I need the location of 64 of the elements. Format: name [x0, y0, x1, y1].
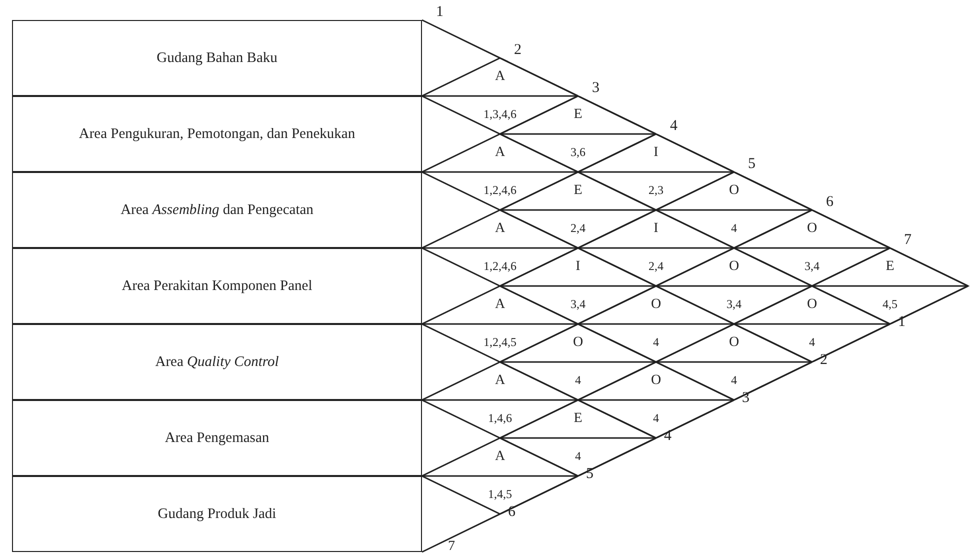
- closeness-rating: A: [494, 68, 506, 86]
- closeness-rating: I: [574, 258, 582, 276]
- reason-code: 2,4: [648, 258, 664, 274]
- closeness-rating: E: [572, 182, 584, 200]
- reason-code: 1,2,4,6: [482, 182, 518, 198]
- department-name: Area Assembling dan Pengecatan: [120, 201, 314, 220]
- department-box: [12, 400, 422, 476]
- row-number: 1: [436, 4, 444, 20]
- closeness-rating: E: [572, 106, 584, 124]
- row-number: 4: [670, 118, 678, 134]
- department-name: Gudang Produk Jadi: [156, 505, 278, 524]
- closeness-rating: O: [806, 296, 818, 314]
- reason-code: 4: [574, 372, 582, 388]
- closeness-rating: A: [494, 372, 506, 390]
- department-name: Gudang Bahan Baku: [156, 49, 278, 68]
- department-name: Area Pengukuran, Pemotongan, dan Penekukan: [78, 125, 356, 144]
- closeness-rating: A: [494, 448, 506, 466]
- reason-code: 4: [730, 220, 738, 236]
- row-number: 7: [904, 232, 912, 248]
- closeness-rating: E: [884, 258, 896, 276]
- reason-code: 3,4: [804, 258, 820, 274]
- closeness-rating: O: [572, 334, 584, 352]
- reason-code: 1,2,4,6: [482, 258, 518, 274]
- department-name: Area Perakitan Komponen Panel: [120, 277, 314, 296]
- reason-code: 2,3: [648, 182, 664, 198]
- closeness-rating: I: [652, 144, 660, 162]
- closeness-rating: O: [728, 334, 740, 352]
- reason-code: 3,4: [570, 296, 586, 312]
- reason-code: 1,4,6: [487, 410, 513, 426]
- closeness-rating: I: [652, 220, 660, 238]
- reason-code: 1,4,5: [487, 486, 513, 502]
- closeness-rating: E: [572, 410, 584, 428]
- reason-code: 1,2,4,5: [482, 334, 518, 350]
- department-name: Area Pengemasan: [164, 429, 270, 448]
- reason-code: 2,4: [570, 220, 586, 236]
- row-number: 6: [826, 194, 834, 210]
- closeness-rating: A: [494, 144, 506, 162]
- row-number: 7: [448, 541, 455, 553]
- closeness-rating: A: [494, 220, 506, 238]
- reason-code: 4: [730, 372, 738, 388]
- closeness-rating: O: [650, 296, 662, 314]
- closeness-rating: O: [806, 220, 818, 238]
- closeness-rating: O: [728, 258, 740, 276]
- reason-code: 1,3,4,6: [482, 106, 518, 122]
- row-number: 2: [514, 42, 522, 58]
- row-number: 3: [592, 80, 600, 96]
- reason-code: 4: [652, 410, 660, 426]
- reason-code: 4: [652, 334, 660, 350]
- closeness-rating: A: [494, 296, 506, 314]
- department-name: Area Quality Control: [154, 353, 280, 372]
- reason-code: 3,6: [570, 144, 586, 160]
- department-box: [12, 96, 422, 172]
- department-box: [12, 172, 422, 248]
- reason-code: 4: [808, 334, 816, 350]
- reason-code: 3,4: [726, 296, 742, 312]
- department-box: [12, 476, 422, 552]
- closeness-rating: O: [650, 372, 662, 390]
- reason-code: 4,5: [882, 296, 898, 312]
- department-box: [12, 248, 422, 324]
- closeness-rating: O: [728, 182, 740, 200]
- row-number: 5: [748, 156, 756, 172]
- department-box: [12, 324, 422, 400]
- reason-code: 4: [574, 448, 582, 464]
- department-box: [12, 20, 422, 96]
